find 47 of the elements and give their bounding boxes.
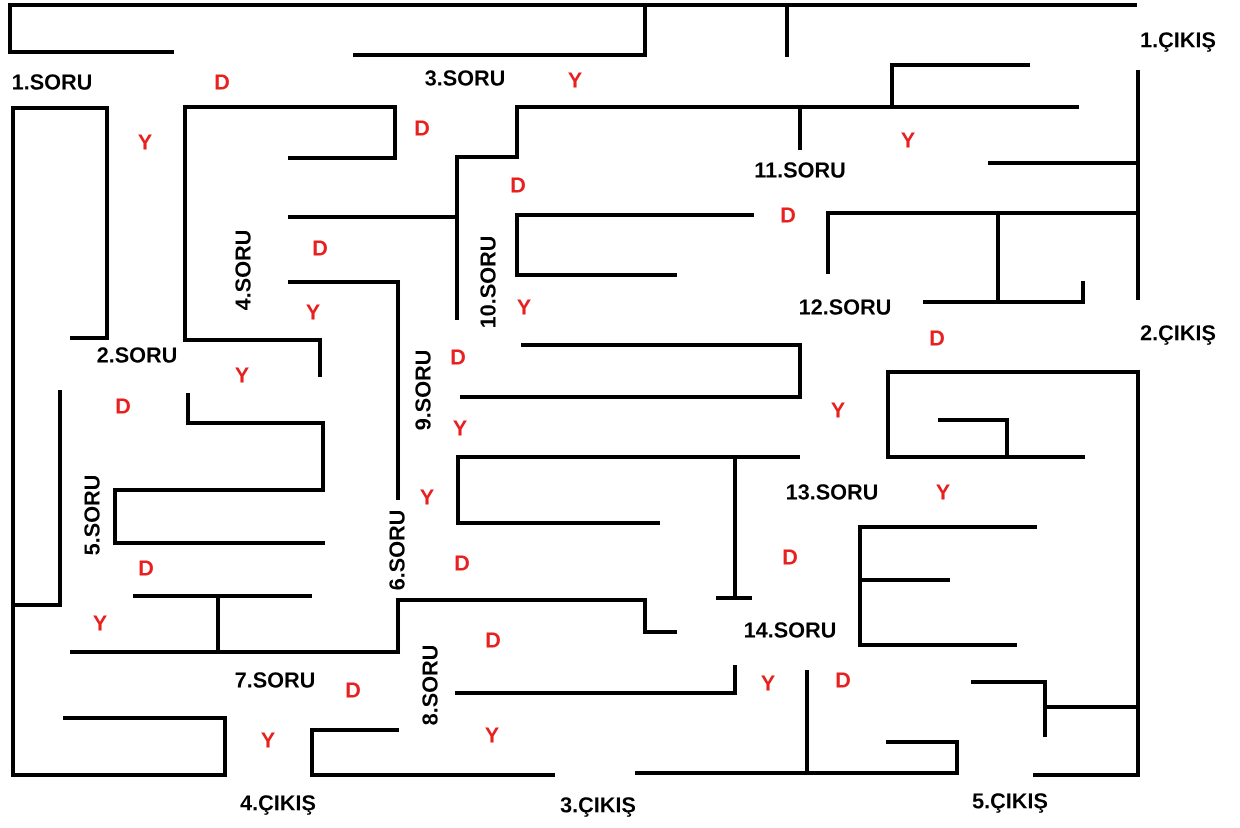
- heading-label: 13.SORU: [787, 484, 878, 500]
- answer-letter: Y: [901, 132, 915, 148]
- answer-letter: D: [346, 682, 360, 698]
- answer-letter: Y: [138, 134, 152, 150]
- answer-letter: Y: [568, 72, 582, 88]
- answer-letter: Y: [485, 727, 499, 743]
- answer-letter: D: [836, 672, 850, 688]
- answer-letter: D: [781, 207, 795, 223]
- answer-letter: Y: [761, 675, 775, 691]
- answer-letter: Y: [831, 402, 845, 418]
- heading-label: 5.ÇIKIŞ: [972, 793, 1048, 813]
- answer-letter: D: [455, 555, 469, 571]
- heading-label: 2.ÇIKIŞ: [1140, 325, 1216, 345]
- heading-label: 4.SORU: [235, 231, 251, 310]
- heading-label: 1.SORU: [13, 74, 91, 90]
- answer-letter: Y: [453, 420, 467, 436]
- heading-label: 4.ÇIKIŞ: [240, 795, 316, 815]
- answer-letter: Y: [93, 615, 107, 631]
- answer-letter: Y: [420, 489, 434, 505]
- heading-label: 14.SORU: [745, 622, 836, 638]
- answer-letter: Y: [306, 304, 320, 320]
- answer-letter: D: [930, 330, 944, 346]
- answer-letter: Y: [261, 732, 275, 748]
- heading-label: 10.SORU: [480, 236, 496, 327]
- heading-label: 8.SORU: [422, 646, 438, 725]
- answer-letter: D: [451, 349, 465, 365]
- answer-letter: D: [215, 74, 229, 90]
- answer-letter: D: [139, 560, 153, 576]
- heading-label: 11.SORU: [755, 162, 845, 178]
- answer-letter: Y: [235, 367, 249, 383]
- heading-label: 2.SORU: [97, 347, 176, 363]
- answer-letter: D: [783, 549, 797, 565]
- answer-letter: D: [511, 177, 525, 193]
- answer-letter: D: [313, 240, 327, 256]
- heading-label: 7.SORU: [235, 672, 314, 688]
- answer-letter: Y: [936, 484, 950, 500]
- heading-label: 3.ÇIKIŞ: [560, 797, 636, 817]
- answer-letter: D: [415, 120, 429, 136]
- answer-letter: D: [116, 398, 130, 414]
- heading-label: 1.ÇIKIŞ: [1141, 32, 1216, 52]
- heading-label: 5.SORU: [84, 476, 100, 555]
- heading-label: 3.SORU: [425, 70, 504, 86]
- heading-label: 6.SORU: [389, 511, 405, 590]
- answer-letter: D: [486, 632, 500, 648]
- heading-label: 9.SORU: [415, 351, 431, 430]
- heading-label: 12.SORU: [800, 299, 891, 315]
- answer-letter: Y: [517, 299, 531, 315]
